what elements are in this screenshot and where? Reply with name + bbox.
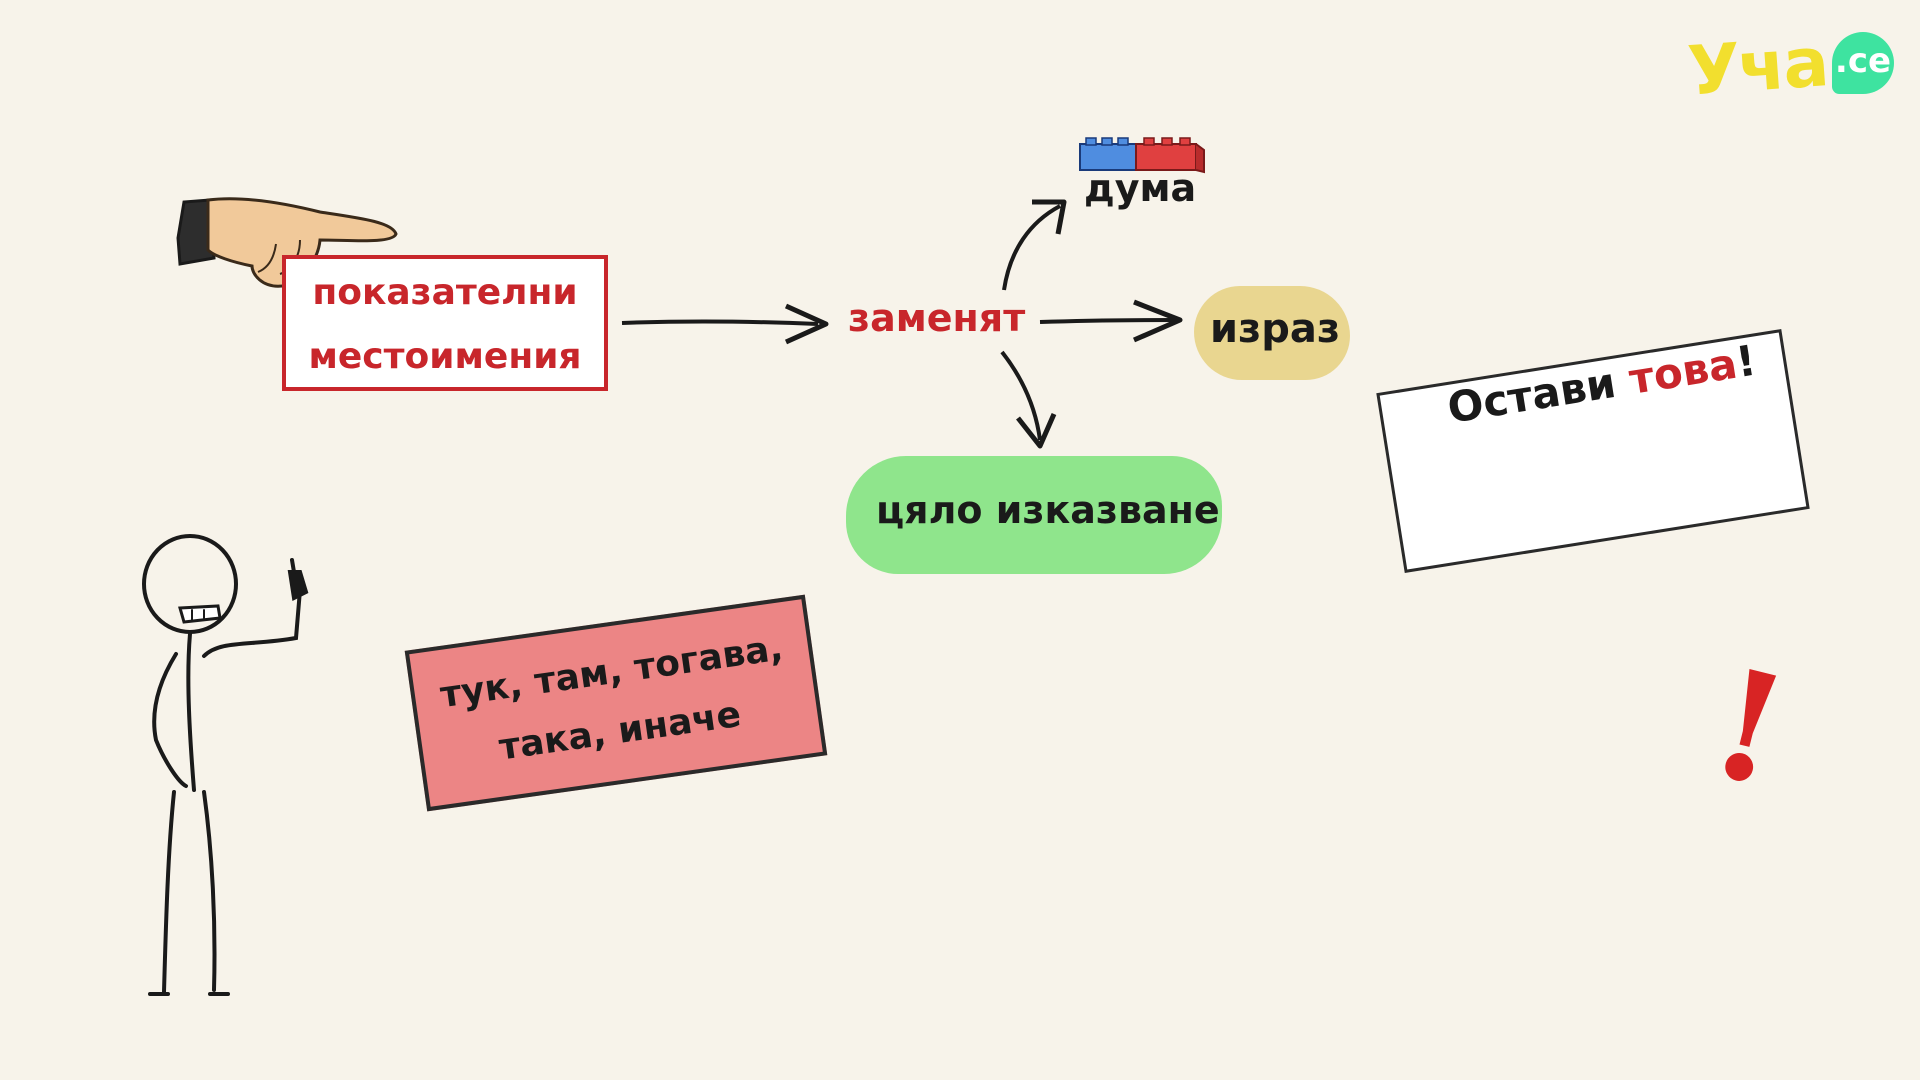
arrow-icon <box>1039 299 1183 343</box>
brand-logo-badge: .ce <box>1832 32 1894 94</box>
pointing-hand-icon <box>176 197 398 288</box>
stick-figure-icon <box>142 534 309 996</box>
demonstratives-line-2: местоимения <box>308 336 582 377</box>
demonstrative-pronouns-label: показателни местоимения <box>282 255 608 391</box>
brand-logo: Уча <box>1685 23 1830 112</box>
arrow-icon <box>621 303 829 345</box>
phrase-label: израз <box>1210 306 1341 352</box>
word-label: дума <box>1084 166 1197 210</box>
arrow-icon <box>1002 199 1067 291</box>
demonstratives-line-1: показателни <box>312 272 578 313</box>
replace-label: заменят <box>848 296 1026 340</box>
sentence-label: цяло изказване <box>876 488 1220 532</box>
sentence-highlight <box>846 456 1222 574</box>
lego-brick-icon <box>1079 137 1205 174</box>
arrow-icon <box>1000 350 1057 449</box>
phrase-highlight <box>1194 286 1350 380</box>
